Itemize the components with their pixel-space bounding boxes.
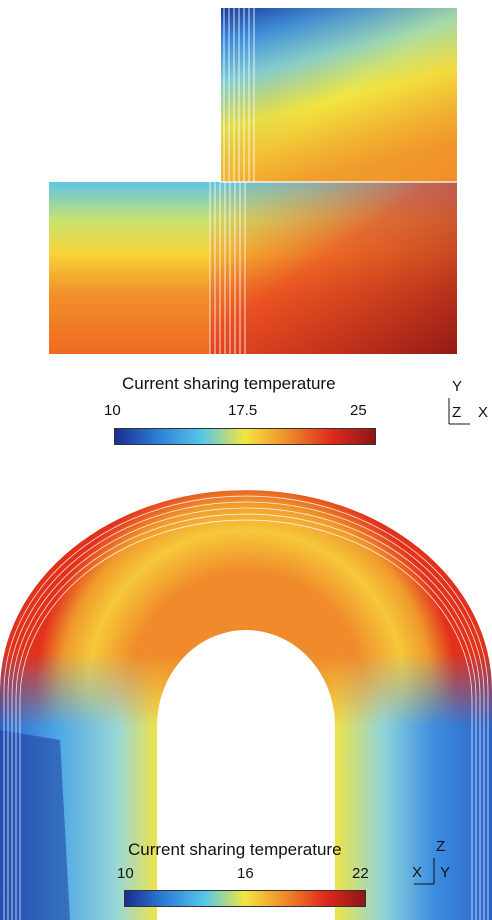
background-outside-arch xyxy=(0,460,492,690)
axis-label-out-of-plane: Z xyxy=(452,404,462,421)
mesh-lines xyxy=(209,8,255,354)
axis-triad: Z X Y xyxy=(410,838,456,888)
colorbar-min-label: 10 xyxy=(104,402,121,419)
axis-label-vertical: Z xyxy=(436,838,446,855)
colorbar-mid-label: 17.5 xyxy=(228,402,258,419)
arch-mesh-lines xyxy=(3,495,489,920)
colorbar-title: Current sharing temperature xyxy=(128,840,342,859)
axis-label-horizontal: X xyxy=(478,404,489,421)
axis-label-out-of-plane: X xyxy=(412,864,423,881)
bottom-figure: Current sharing temperature 10 16 22 Z X… xyxy=(0,460,492,920)
colorbar-min-label: 10 xyxy=(117,865,134,882)
colorbar-max-label: 22 xyxy=(352,865,369,882)
axis-triad-lines xyxy=(448,398,470,425)
top-figure: Current sharing temperature 10 17.5 25 Y… xyxy=(49,8,492,445)
axis-label-horizontal: Y xyxy=(440,864,451,881)
axis-triad-lines xyxy=(414,858,435,885)
lower-block-shading xyxy=(210,182,457,354)
bottom-temperature-map xyxy=(0,460,492,920)
colorbar xyxy=(114,428,376,445)
arch-cold-region xyxy=(0,730,70,920)
colorbar xyxy=(124,890,366,907)
colorbar-mid-label: 16 xyxy=(237,865,254,882)
axis-label-vertical: Y xyxy=(452,378,463,395)
top-temperature-map xyxy=(49,8,457,354)
colorbar-max-label: 25 xyxy=(350,402,367,419)
colorbar-title: Current sharing temperature xyxy=(122,374,336,393)
upper-block-shading xyxy=(221,8,457,182)
inner-opening xyxy=(157,630,335,920)
axis-triad: Y Z X xyxy=(446,378,492,428)
